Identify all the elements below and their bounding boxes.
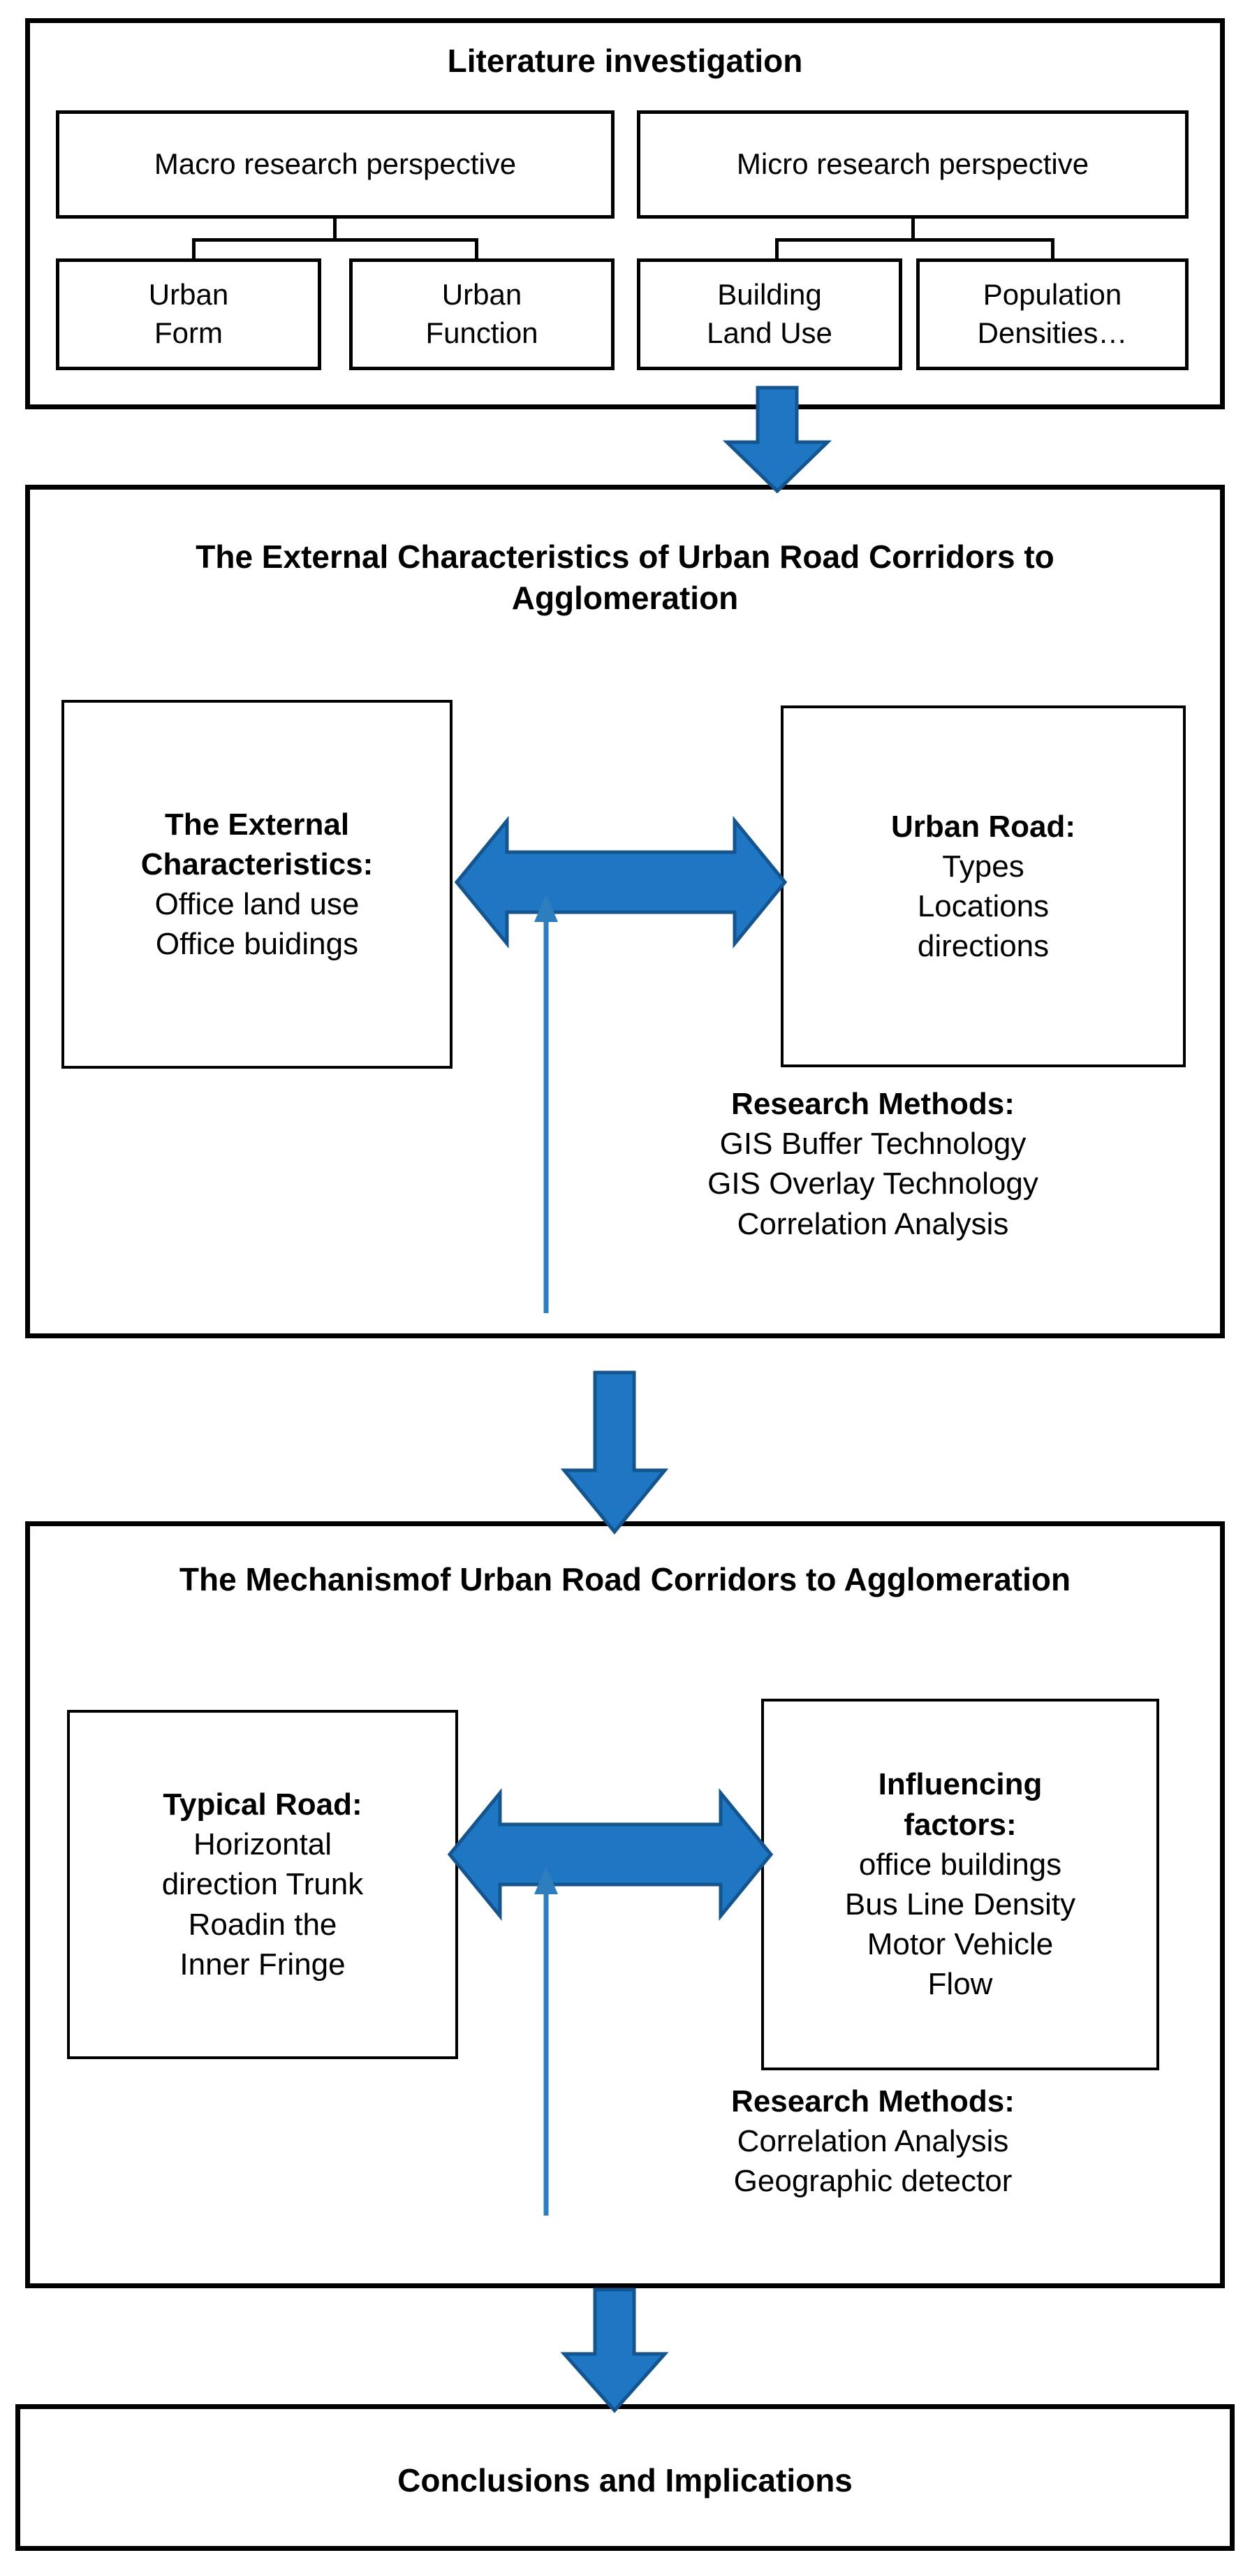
stage3-right-item-1: Bus Line Density bbox=[844, 1887, 1076, 1922]
connector-macro-stem bbox=[333, 219, 337, 241]
subtopic-building-land-use-line1: Building bbox=[717, 278, 822, 312]
connector-macro-drop-left bbox=[192, 238, 196, 261]
stage3-left-heading: Typical Road: bbox=[163, 1787, 362, 1822]
subtopic-box-population-densities[interactable]: Population Densities… bbox=[916, 258, 1189, 370]
macro-perspective-box[interactable]: Macro research perspective bbox=[56, 110, 615, 219]
stage3-right-item-2: Motor Vehicle bbox=[867, 1927, 1054, 1962]
connector-macro-drop-right bbox=[475, 238, 478, 261]
arrow-stage3-methods-link bbox=[534, 1866, 558, 2216]
stage2-right-heading: Urban Road: bbox=[891, 809, 1075, 844]
arrow-stage2-bidirectional bbox=[454, 815, 788, 949]
connector-micro-drop-left bbox=[775, 238, 779, 261]
stage1-title: Literature investigation bbox=[447, 43, 803, 79]
arrow-stage1-to-stage2 bbox=[722, 386, 832, 494]
arrow-stage2-to-stage3 bbox=[560, 1370, 669, 1535]
subtopic-population-densities-line1: Population bbox=[983, 278, 1122, 312]
stage4-container bbox=[15, 2404, 1235, 2551]
stage3-methods-heading: Research Methods: bbox=[731, 2084, 1015, 2118]
stage3-left-box[interactable]: Typical Road: Horizontal direction Trunk… bbox=[67, 1710, 458, 2059]
stage3-methods-item-1: Geographic detector bbox=[733, 2164, 1013, 2199]
subtopic-box-urban-form[interactable]: Urban Form bbox=[56, 258, 321, 370]
stage2-left-box[interactable]: The External Characteristics: Office lan… bbox=[61, 700, 453, 1069]
stage2-right-item-0: Types bbox=[942, 849, 1024, 884]
stage3-left-item-0: Horizontal bbox=[193, 1827, 332, 1862]
stage2-left-heading-line2: Characteristics: bbox=[140, 847, 374, 881]
subtopic-box-urban-function[interactable]: Urban Function bbox=[349, 258, 615, 370]
stage3-right-heading-line2: factors: bbox=[904, 1807, 1017, 1842]
subtopic-urban-function-line1: Urban bbox=[441, 278, 522, 312]
stage2-methods-item-0: GIS Buffer Technology bbox=[719, 1127, 1027, 1162]
connector-micro-bar bbox=[775, 238, 1054, 242]
subtopic-box-building-land-use[interactable]: Building Land Use bbox=[637, 258, 902, 370]
stage3-right-box[interactable]: Influencing factors: office buildings Bu… bbox=[761, 1699, 1159, 2070]
stage2-right-box[interactable]: Urban Road: Types Locations directions bbox=[781, 705, 1186, 1067]
stage2-left-item-1: Office buidings bbox=[155, 927, 359, 962]
stage3-methods-item-0: Correlation Analysis bbox=[737, 2124, 1009, 2159]
arrow-stage3-to-stage4 bbox=[560, 2288, 669, 2413]
stage2-left-heading-line1: The External bbox=[164, 807, 350, 842]
arrow-stage3-bidirectional bbox=[447, 1787, 774, 1922]
stage2-methods-item-1: GIS Overlay Technology bbox=[707, 1166, 1038, 1201]
stage3-methods-block: Research Methods: Correlation Analysis G… bbox=[559, 2081, 1187, 2202]
stage2-left-item-0: Office land use bbox=[154, 887, 360, 921]
subtopic-urban-form-line1: Urban bbox=[148, 278, 229, 312]
subtopic-urban-form-line2: Form bbox=[154, 316, 223, 349]
stage2-title: The External Characteristics of Urban Ro… bbox=[196, 539, 1054, 616]
subtopic-building-land-use-line2: Land Use bbox=[707, 316, 832, 349]
stage3-right-heading-line1: Influencing bbox=[878, 1767, 1043, 1802]
connector-micro-drop-right bbox=[1051, 238, 1054, 261]
stage3-right-item-0: office buildings bbox=[858, 1847, 1062, 1882]
stage2-methods-item-2: Correlation Analysis bbox=[737, 1206, 1009, 1241]
stage2-methods-block: Research Methods: GIS Buffer Technology … bbox=[559, 1084, 1187, 1244]
subtopic-population-densities-line2: Densities… bbox=[977, 316, 1128, 349]
stage3-left-item-1: direction Trunk bbox=[161, 1867, 364, 1902]
macro-perspective-label-line1: Macro research perspective bbox=[154, 147, 517, 181]
micro-perspective-label-line1: Micro research perspective bbox=[736, 147, 1089, 181]
stage3-right-item-3: Flow bbox=[927, 1967, 993, 2002]
stage3-left-item-2: Roadin the bbox=[188, 1907, 337, 1942]
arrow-stage2-methods-link bbox=[534, 894, 558, 1313]
connector-macro-bar bbox=[192, 238, 478, 242]
stage2-right-item-1: Locations bbox=[917, 889, 1050, 923]
connector-micro-stem bbox=[911, 219, 915, 241]
micro-perspective-box[interactable]: Micro research perspective bbox=[637, 110, 1189, 219]
stage2-methods-heading: Research Methods: bbox=[731, 1087, 1015, 1121]
stage2-right-item-2: directions bbox=[917, 929, 1050, 964]
stage3-left-item-3: Inner Fringe bbox=[179, 1947, 346, 1982]
stage3-title: The Mechanismof Urban Road Corridors to … bbox=[179, 1561, 1071, 1597]
stage4-title: Conclusions and Implications bbox=[397, 2462, 853, 2498]
subtopic-urban-function-line2: Function bbox=[425, 316, 538, 349]
